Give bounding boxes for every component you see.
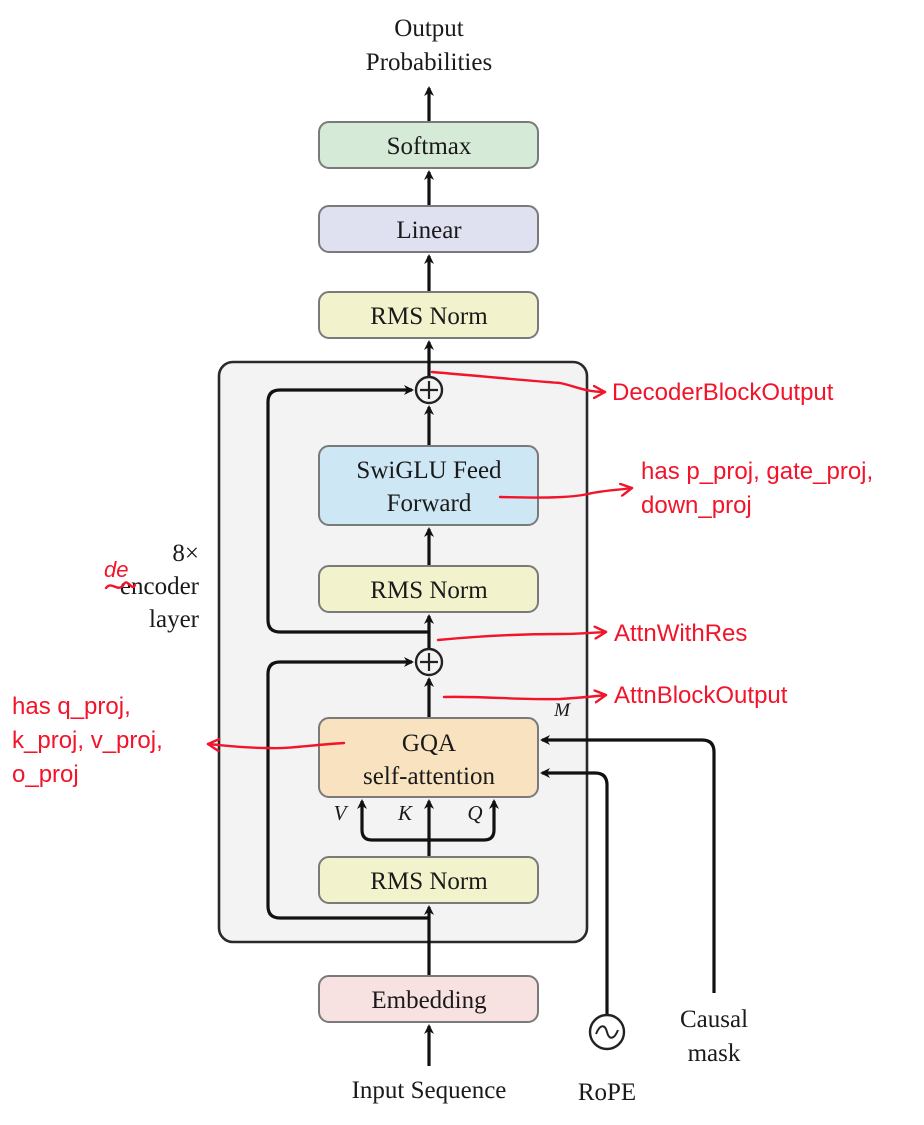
annotation-attn-note-line1: has q_proj, <box>12 693 131 720</box>
tilde-icon <box>595 1025 619 1039</box>
annotation-arrow-decoder-output <box>430 370 607 392</box>
annotation-ffn-note-line2: down_proj <box>641 492 752 519</box>
final-rms-norm-block: RMS Norm <box>318 291 539 339</box>
swiglu-ffn-label-line2: Forward <box>387 490 472 517</box>
annotation-arrow-attn-with-res <box>436 632 608 642</box>
attn-rms-norm-block: RMS Norm <box>318 856 539 904</box>
k-label: K <box>397 801 413 825</box>
residual-add-ffn <box>414 375 444 405</box>
linear-block: Linear <box>318 205 539 253</box>
attn-residual-path <box>266 657 429 920</box>
output-label-line1: Output <box>394 15 464 42</box>
softmax-label: Softmax <box>387 133 472 160</box>
q-label: Q <box>467 801 482 825</box>
strikeout-scribble <box>104 581 137 590</box>
attn-rms-norm-box <box>318 856 539 904</box>
softmax-box <box>318 121 539 169</box>
causal-mask-label-line1: Causal <box>680 1006 748 1033</box>
linear-label: Linear <box>396 217 462 244</box>
swiglu-ffn-box <box>318 445 539 526</box>
gqa-attention-box <box>318 717 539 798</box>
v-label: V <box>334 801 349 825</box>
layer-type-rest: coder <box>143 573 199 600</box>
annotation-attn-with-res: AttnWithRes <box>614 620 747 647</box>
causal-mask-path <box>540 735 716 993</box>
rope-label: RoPE <box>578 1079 636 1106</box>
rope-node <box>588 1013 626 1051</box>
annotation-attn-block-output: AttnBlockOutput <box>614 682 788 709</box>
swiglu-ffn-block: SwiGLU Feed Forward <box>318 445 539 526</box>
embedding-box <box>318 975 539 1023</box>
annotation-arrow-attn-block-output <box>442 695 608 699</box>
ffn-rms-norm-label: RMS Norm <box>370 577 488 604</box>
final-rms-norm-label: RMS Norm <box>370 303 488 330</box>
softmax-block: Softmax <box>318 121 539 169</box>
q-input-path <box>429 799 499 842</box>
residual-add-attn <box>414 647 444 677</box>
linear-box <box>318 205 539 253</box>
v-input-path <box>357 799 429 842</box>
causal-mask-label-line2: mask <box>688 1040 741 1067</box>
annotation-decoder-block-output: DecoderBlockOutput <box>612 379 834 406</box>
annotation-arrow-attn-note <box>206 743 346 748</box>
rope-path <box>540 768 609 1015</box>
swiglu-ffn-label-line1: SwiGLU Feed <box>356 457 502 484</box>
repeat-count-label: 8× <box>172 540 199 567</box>
embedding-label: Embedding <box>371 987 487 1014</box>
input-sequence-label: Input Sequence <box>352 1077 507 1104</box>
layer-label-line2: layer <box>149 606 200 633</box>
ffn-rms-norm-box <box>318 565 539 613</box>
annotation-attn-note-line3: o_proj <box>12 761 79 788</box>
m-label: M <box>553 700 571 721</box>
ffn-residual-path <box>266 385 429 634</box>
annotation-ffn-note-line1: has p_proj, gate_proj, <box>641 458 873 485</box>
attn-rms-norm-label: RMS Norm <box>370 868 488 895</box>
correction-text: de <box>104 557 128 582</box>
output-label-line2: Probabilities <box>366 49 492 76</box>
final-rms-norm-box <box>318 291 539 339</box>
gqa-label-line1: GQA <box>402 730 456 757</box>
gqa-label-line2: self-attention <box>363 763 495 790</box>
gqa-attention-block: GQA self-attention <box>318 717 539 798</box>
annotation-attn-note-line2: k_proj, v_proj, <box>12 727 163 754</box>
ffn-rms-norm-block: RMS Norm <box>318 565 539 613</box>
embedding-block: Embedding <box>318 975 539 1023</box>
annotation-arrow-ffn <box>498 488 634 499</box>
